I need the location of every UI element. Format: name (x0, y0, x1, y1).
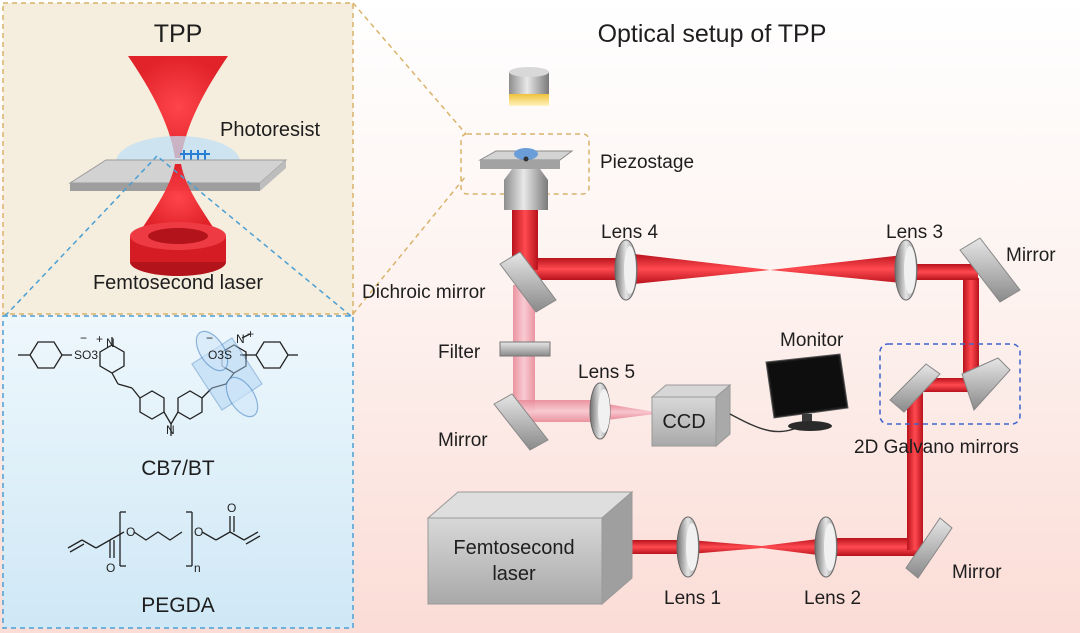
piezostage (478, 148, 574, 210)
lens5-label: Lens 5 (578, 362, 635, 383)
cb7-macrocycle (191, 330, 263, 418)
pegda-label: PEGDA (141, 594, 215, 617)
pegda-subscript-n: n (194, 561, 201, 575)
lens3-label: Lens 3 (886, 222, 943, 243)
zoom-line-blue-left (4, 155, 158, 317)
carbazole-n: N (166, 423, 175, 437)
tpp-illustration (68, 56, 288, 276)
mirror-top-right (959, 237, 1021, 303)
tpp-title: TPP (154, 20, 203, 48)
cb7-bt-structure (18, 333, 298, 436)
n-plus-right: N (236, 332, 245, 346)
galvo-mirror-2 (961, 357, 1011, 411)
o3s-text: O3S (208, 348, 232, 362)
monitor-label: Monitor (780, 330, 844, 351)
laser-box-line2: laser (492, 563, 536, 585)
objective-aperture (148, 228, 208, 244)
monitor (765, 353, 849, 431)
objective-tip (504, 169, 548, 180)
top-camera (509, 67, 549, 106)
zoom-line-top (352, 2, 467, 135)
lens1-label: Lens 1 (664, 588, 721, 609)
laser-box-line1: Femtosecond (453, 537, 574, 559)
pegda-o3: O (194, 525, 203, 539)
minus-right: − (206, 331, 213, 345)
ccd-label: CCD (662, 411, 705, 433)
glass-slide-side (260, 160, 286, 191)
lens-1 (676, 516, 700, 578)
zoom-line-blue-right (156, 155, 352, 317)
lens-3 (894, 239, 918, 301)
pegda-structure (67, 511, 261, 567)
piezostage-label: Piezostage (600, 152, 694, 173)
mirror-bottom (905, 517, 953, 579)
mirror-top-label: Mirror (1006, 245, 1056, 266)
pegda-o1: O (126, 525, 135, 539)
glass-slide-front (70, 183, 260, 191)
lens-5 (589, 382, 611, 440)
zoom-line-bottom (352, 175, 467, 315)
mirror-bottom-label: Mirror (952, 562, 1002, 583)
galvo-mirror-1 (889, 363, 941, 413)
objective-lens (504, 180, 548, 210)
plus-left: + (96, 332, 103, 346)
dichroic-label: Dichroic mirror (362, 282, 486, 303)
femtosecond-laser-label: Femtosecond laser (93, 272, 263, 294)
plus-right: + (247, 327, 254, 341)
filter-label: Filter (438, 342, 481, 363)
so3-text: SO3 (74, 348, 98, 362)
optical-setup-title: Optical setup of TPP (598, 20, 827, 48)
cb7-bt-label: CB7/BT (141, 457, 215, 480)
sample-drop (514, 148, 538, 160)
lens4-label: Lens 4 (601, 222, 658, 243)
filter (499, 341, 551, 357)
ccd-camera (650, 383, 732, 448)
galvo-label: 2D Galvano mirrors (854, 437, 1019, 458)
upper-beam-cone (128, 56, 228, 158)
pegda-o2: O (106, 561, 115, 575)
piezostage-zoom-box (460, 133, 590, 195)
femtosecond-laser-box (426, 490, 634, 606)
lens-4 (614, 239, 638, 301)
mirror-left-label: Mirror (438, 430, 488, 451)
lower-beam-cone (140, 164, 216, 232)
photoresist-label: Photoresist (220, 119, 320, 141)
lens-2 (814, 516, 838, 578)
molecules-panel (2, 315, 354, 629)
lens2-label: Lens 2 (804, 588, 861, 609)
pegda-o4: O (227, 501, 236, 515)
galvo-box (879, 343, 1021, 425)
mirror-left (493, 393, 549, 451)
n-plus-left: N (106, 336, 115, 350)
minus-left: − (80, 331, 87, 345)
dichroic-mirror (499, 251, 557, 313)
